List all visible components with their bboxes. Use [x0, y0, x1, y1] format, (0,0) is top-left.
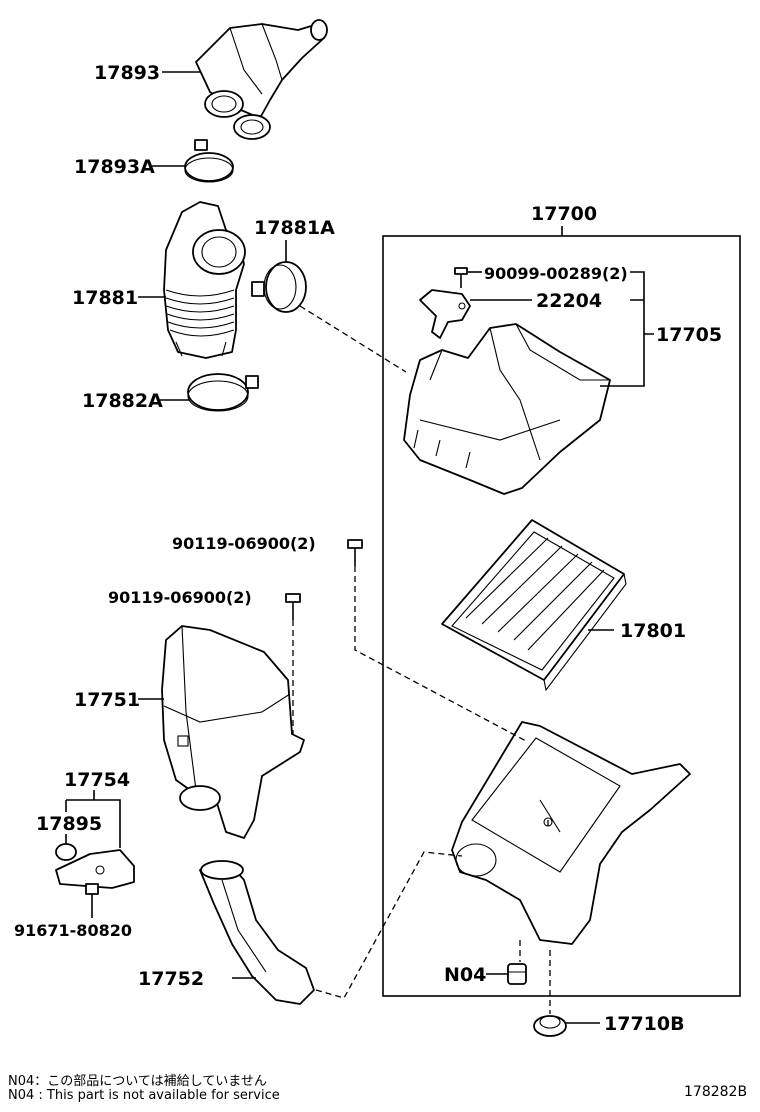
part-17752-inlet-duct[interactable]: [199, 860, 315, 1005]
label-17705: 17705: [656, 324, 722, 346]
part-22204-sensor[interactable]: [419, 289, 471, 339]
part-17700-lower-case[interactable]: [451, 721, 691, 945]
part-90119-bolt-lower[interactable]: [285, 593, 301, 620]
leader-17754: [65, 790, 121, 848]
part-17705-cover[interactable]: [403, 323, 611, 495]
part-17893A-clamp[interactable]: [184, 139, 234, 183]
label-17881A: 17881A: [254, 217, 335, 239]
label-17751: 17751: [74, 689, 140, 711]
label-22204: 22204: [536, 290, 602, 312]
part-17710B-cap[interactable]: [533, 1015, 567, 1037]
part-91671-bolt[interactable]: [85, 883, 99, 908]
leader-17705: [600, 271, 654, 387]
part-17881A-clamp[interactable]: [251, 261, 307, 313]
label-17754: 17754: [64, 769, 130, 791]
label-17710B: 17710B: [604, 1013, 685, 1035]
part-17882A-clamp[interactable]: [187, 373, 259, 412]
dashed-guide-bolt-upper: [354, 566, 529, 743]
label-90119-06900-upper: 90119-06900(2): [172, 534, 316, 553]
part-17881-hose[interactable]: [163, 201, 246, 359]
label-17752: 17752: [138, 968, 204, 990]
part-90119-bolt-upper[interactable]: [347, 539, 363, 566]
part-17751-resonator[interactable]: [161, 625, 305, 839]
label-91671-80820: 91671-80820: [14, 921, 132, 940]
part-N04-grommet[interactable]: [507, 963, 527, 985]
footnote-japanese: N04：この部品については補給していません: [8, 1074, 267, 1089]
label-17700: 17700: [531, 203, 597, 225]
label-90119-06900-lower: 90119-06900(2): [108, 588, 252, 607]
dashed-guide-case-drain: [519, 818, 551, 1014]
part-17754-bracket[interactable]: [55, 849, 135, 889]
label-17881: 17881: [72, 287, 138, 309]
part-90099-screw[interactable]: [454, 267, 468, 288]
drawing-number: 178282B: [684, 1084, 748, 1100]
part-17801-filter-element[interactable]: [441, 519, 627, 692]
label-90099-00289: 90099-00289(2): [484, 264, 628, 283]
label-17893: 17893: [94, 62, 160, 84]
label-17801: 17801: [620, 620, 686, 642]
part-17895-grommet[interactable]: [55, 843, 77, 861]
dashed-guide-hose-to-cover: [299, 305, 407, 373]
part-17893-intake-duct[interactable]: [195, 19, 328, 140]
label-17893A: 17893A: [74, 156, 155, 178]
dashed-guide-duct-to-case: [315, 851, 463, 999]
label-17882A: 17882A: [82, 390, 163, 412]
label-N04: N04: [444, 964, 486, 986]
footnote-english: N04 : This part is not available for ser…: [8, 1088, 280, 1103]
label-17895: 17895: [36, 813, 102, 835]
